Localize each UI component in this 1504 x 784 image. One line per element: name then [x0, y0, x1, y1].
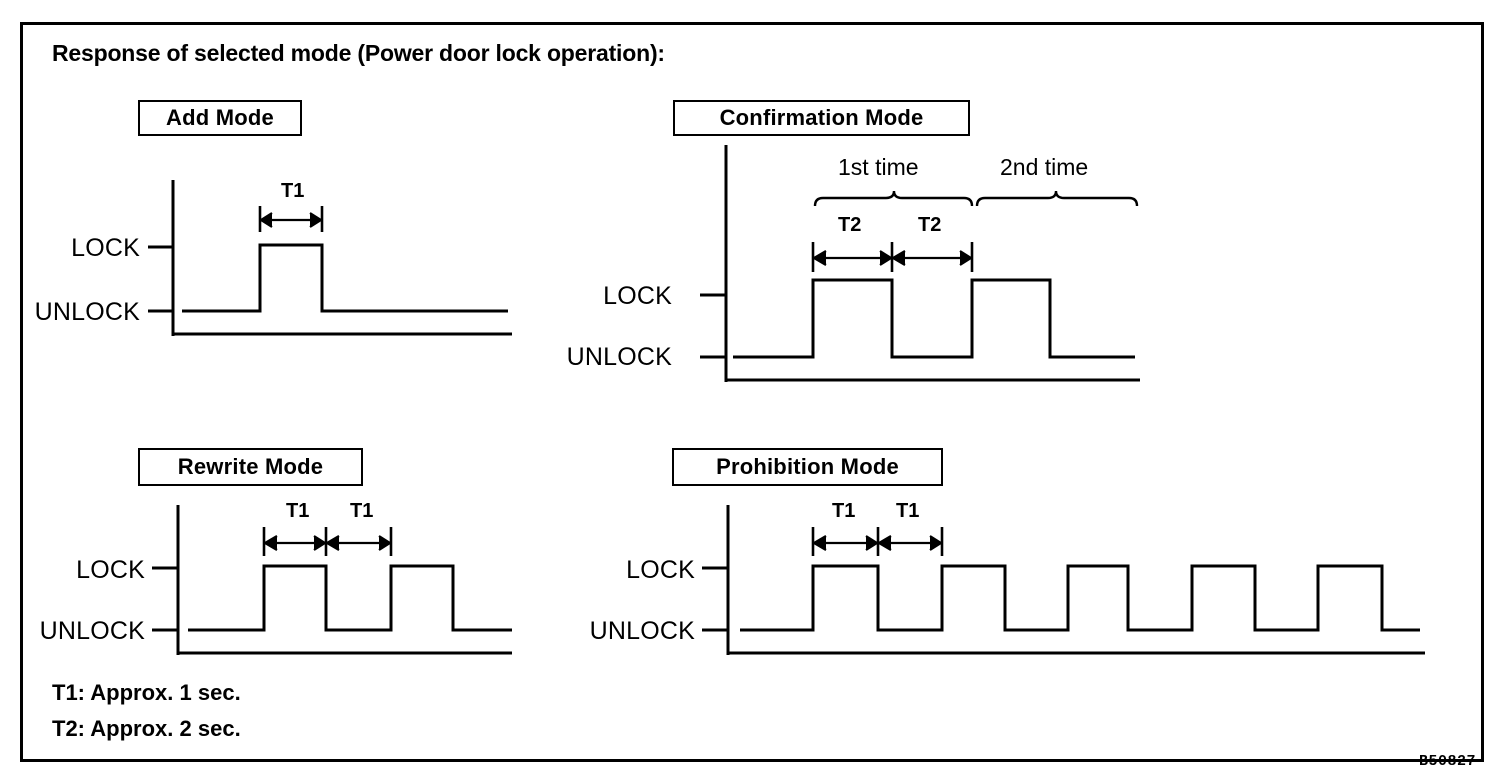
prohibition-arrow-2-left [876, 535, 892, 551]
outer-frame [20, 22, 1484, 762]
prohibition-arrow-1-right [865, 535, 880, 551]
confirmation-arrow-1-right [879, 250, 894, 266]
confirmation-lock-label: LOCK [603, 282, 672, 310]
add-dimension-label-t1: T1 [281, 180, 305, 202]
prohibition-arrow-2-right [929, 535, 944, 551]
rewrite-signal-trace [188, 564, 512, 632]
confirmation-signal-trace [733, 278, 1135, 359]
chart-prohibition-mode [702, 505, 1425, 655]
rewrite-arrow-2-left [324, 535, 340, 551]
chart-rewrite-mode [152, 505, 512, 655]
confirmation-arrow-1-left [811, 250, 827, 266]
confirmation-arrow-2-left [890, 250, 906, 266]
page-title: Response of selected mode (Power door lo… [52, 40, 665, 66]
confirmation-brace-1st [813, 190, 974, 207]
chart-confirmation-mode [700, 145, 1140, 382]
mode-title-confirmation: Confirmation Mode [673, 100, 970, 136]
add-signal-trace [182, 243, 508, 313]
confirmation-dimension-label-t2-1: T2 [838, 214, 862, 236]
confirmation-brace-label-2nd: 2nd time [1000, 154, 1089, 180]
rewrite-arrow-1-right [313, 535, 328, 551]
mode-title-rewrite: Rewrite Mode [138, 448, 363, 486]
chart-add-mode [148, 180, 512, 336]
prohibition-unlock-label: UNLOCK [589, 617, 695, 645]
prohibition-arrow-1-left [811, 535, 827, 551]
legend-t2: T2: Approx. 2 sec. [52, 716, 241, 741]
rewrite-lock-label: LOCK [76, 556, 145, 584]
prohibition-signal-trace [740, 564, 1420, 632]
mode-title-prohibition: Prohibition Mode [672, 448, 943, 486]
prohibition-lock-label: LOCK [626, 556, 695, 584]
rewrite-unlock-label: UNLOCK [39, 617, 145, 645]
confirmation-dimension-label-t2-2: T2 [918, 214, 942, 236]
confirmation-arrow-2-right [959, 250, 974, 266]
add-unlock-label: UNLOCK [34, 298, 140, 326]
rewrite-arrow-1-left [262, 535, 278, 551]
prohibition-dimension-label-t1-2: T1 [896, 500, 920, 522]
confirmation-unlock-label: UNLOCK [566, 343, 672, 371]
confirmation-brace-2nd [975, 190, 1139, 207]
add-arrow-right [309, 212, 324, 228]
mode-title-add: Add Mode [138, 100, 302, 136]
prohibition-dimension-label-t1-1: T1 [832, 500, 856, 522]
rewrite-arrow-2-right [378, 535, 393, 551]
add-arrow-left [258, 212, 273, 228]
legend-t1: T1: Approx. 1 sec. [52, 680, 241, 705]
rewrite-dimension-label-t1-2: T1 [350, 500, 374, 522]
figure-code: B50827 [1418, 753, 1476, 770]
confirmation-brace-label-1st: 1st time [838, 154, 919, 180]
add-lock-label: LOCK [71, 234, 140, 262]
rewrite-dimension-label-t1-1: T1 [286, 500, 310, 522]
